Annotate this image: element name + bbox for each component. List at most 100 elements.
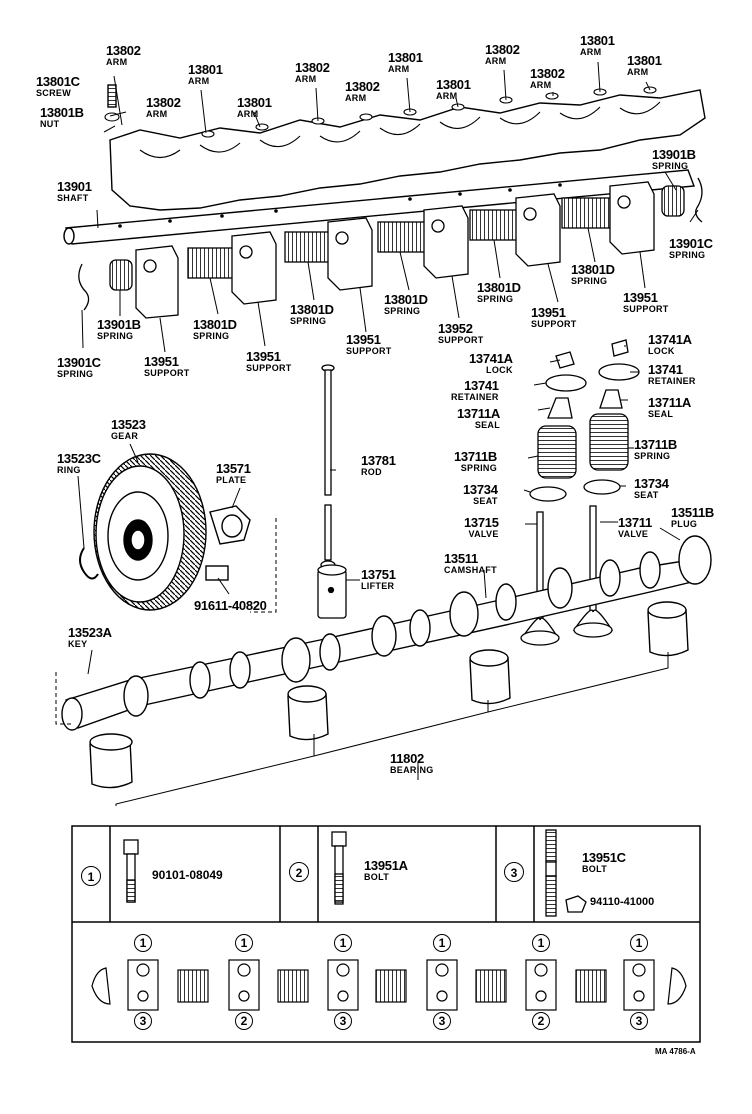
part-description: SPRING — [634, 451, 671, 461]
part-description: SUPPORT — [346, 346, 392, 356]
part-description: SPRING — [57, 369, 94, 379]
part-number: 13801 — [627, 53, 662, 68]
part-number: 13951 — [346, 332, 381, 347]
part-description: VALVE — [468, 529, 499, 539]
part-number: 13711 — [618, 515, 652, 530]
part-number: 13901B — [652, 147, 696, 162]
part-number: 13801D — [193, 317, 237, 332]
sequence-top-2: 1 — [235, 934, 253, 952]
legend-index-3: 3 — [504, 862, 524, 882]
part-number: 91611-40820 — [194, 598, 267, 613]
part-number: 13802 — [530, 66, 565, 81]
part-number: 13951 — [246, 349, 281, 364]
part-number: 11802 — [390, 751, 424, 766]
part-description: SPRING — [571, 276, 608, 286]
part-description: SEAL — [648, 409, 674, 419]
part-description: SUPPORT — [246, 363, 292, 373]
part-description: SUPPORT — [531, 319, 577, 329]
part-number: 13711A — [648, 395, 692, 410]
part-number: 13801D — [384, 292, 428, 307]
camshaft — [61, 535, 712, 731]
part-number: 13523A — [68, 625, 112, 640]
legend-frame — [71, 825, 701, 1043]
part-number: 13781 — [361, 453, 396, 468]
part-number: 13901C — [669, 236, 713, 251]
part-number: 13801C — [36, 74, 80, 89]
part-description: ARM — [580, 47, 602, 57]
part-number: 13951C — [582, 850, 626, 865]
part-description: SPRING — [460, 463, 498, 473]
part-description: KEY — [68, 639, 88, 649]
part-description: NUT — [40, 119, 60, 129]
part-number: 13715 — [464, 515, 499, 530]
part-description: SUPPORT — [438, 335, 484, 345]
part-description: SHAFT — [57, 193, 89, 203]
part-description: ARM — [237, 109, 259, 119]
part-description: ARM — [188, 76, 210, 86]
part-number: 13751 — [361, 567, 396, 582]
part-number: 13741A — [469, 351, 513, 366]
part-description: PLATE — [216, 475, 247, 485]
part-number: 13711A — [457, 406, 501, 421]
sequence-bottom-6: 3 — [630, 1012, 648, 1030]
part-number: 13801 — [237, 95, 272, 110]
part-number: 13801 — [188, 62, 223, 77]
sequence-bottom-2: 2 — [235, 1012, 253, 1030]
part-description: RING — [57, 465, 81, 475]
part-description: LOCK — [648, 346, 675, 356]
part-number: 13511B — [671, 505, 715, 520]
part-number: 13802 — [345, 79, 380, 94]
legend-bolts — [123, 829, 587, 917]
sequence-top-4: 1 — [433, 934, 451, 952]
push-rod-lifter — [317, 364, 347, 619]
part-description: ARM — [295, 74, 317, 84]
part-description: SUPPORT — [623, 304, 669, 314]
part-number: 13711B — [454, 449, 498, 464]
part-description: SPRING — [477, 294, 514, 304]
part-number: 13801 — [388, 50, 423, 65]
part-number: 13951 — [144, 354, 179, 369]
part-number: 13951 — [531, 305, 566, 320]
part-number: 13901B — [97, 317, 141, 332]
part-description: ARM — [436, 91, 458, 101]
part-number: 13741 — [648, 362, 683, 377]
part-description: GEAR — [111, 431, 139, 441]
sequence-top-1: 1 — [134, 934, 152, 952]
valve-assemblies — [520, 339, 640, 646]
part-number: 13801B — [40, 105, 84, 120]
part-number: 13734 — [463, 482, 498, 497]
part-description: SPRING — [652, 161, 689, 171]
part-number: 13801D — [571, 262, 615, 277]
